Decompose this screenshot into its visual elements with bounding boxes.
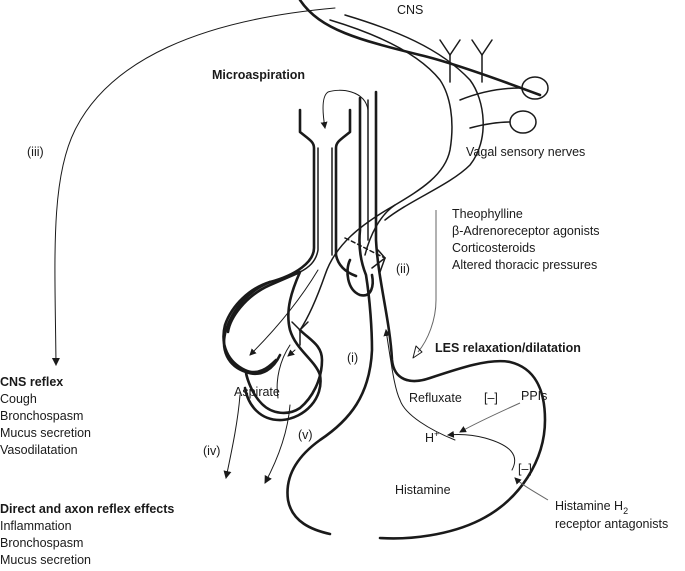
ganglion-2 xyxy=(509,110,537,134)
trachea-right-wall xyxy=(334,108,358,278)
label-vagal-sensory-nerves: Vagal sensory nerves xyxy=(466,145,585,159)
vagal-nerve-trunk-1 xyxy=(329,19,453,256)
esophagus-left-wall xyxy=(286,96,374,536)
receptor-ending-esophagus xyxy=(371,249,386,273)
receptor-ending-1 xyxy=(439,39,461,83)
label-les-relaxation: LES relaxation/dilatation xyxy=(435,341,581,355)
cns-boundary xyxy=(298,0,542,97)
label-inhibit-ppis: [–] xyxy=(484,391,498,405)
label-cns: CNS xyxy=(397,3,423,17)
arrow-aspirate-down xyxy=(249,269,319,356)
receptor-ending-airway xyxy=(291,321,309,346)
label-pathway-iv: (iv) xyxy=(203,444,220,458)
label-histamine: Histamine xyxy=(395,483,451,497)
arrow-v xyxy=(264,404,291,484)
cns-reflex-title: CNS reflex xyxy=(0,375,63,389)
vagal-nerve-to-lung xyxy=(299,204,396,331)
direct-effects-item-1: Inflammation xyxy=(0,519,72,533)
arrow-histamine-h xyxy=(447,430,516,471)
label-pathway-iii: (iii) xyxy=(27,145,44,159)
cns-reflex-item-1: Cough xyxy=(0,392,37,406)
direct-effects-title: Direct and axon reflex effects xyxy=(0,502,174,516)
ganglion-line-1 xyxy=(459,87,521,101)
vagal-nerve-trunk-2 xyxy=(344,14,484,221)
cns-reflex-item-4: Vasodilatation xyxy=(0,443,78,457)
lung-left xyxy=(222,280,282,376)
label-h-plus: H+ xyxy=(425,429,439,445)
direct-effects-block: Direct and axon reflex effects Inflammat… xyxy=(0,502,174,567)
label-microaspiration: Microaspiration xyxy=(212,68,305,82)
label-h2-antagonists-line2: receptor antagonists xyxy=(555,517,668,531)
label-aspirate: Aspirate xyxy=(234,385,280,399)
lung-outline-left-lobe xyxy=(226,270,322,422)
arrow-les-factors xyxy=(417,210,437,353)
arrow-les-factors-head xyxy=(412,345,423,359)
trachea-left-wall xyxy=(222,108,316,374)
esophagus-right-wall xyxy=(374,90,547,540)
les-factor-4: Altered thoracic pressures xyxy=(452,258,597,272)
ganglion-1 xyxy=(521,76,549,100)
label-h-plus-sup: + xyxy=(434,429,439,439)
arrow-ppis xyxy=(459,402,521,433)
direct-effects-item-3: Mucus secretion xyxy=(0,553,91,566)
label-h2-sub: 2 xyxy=(623,506,628,516)
arrow-airway-up xyxy=(287,349,296,357)
cns-reflex-item-3: Mucus secretion xyxy=(0,426,91,440)
microaspiration-loop xyxy=(320,89,369,129)
label-pathway-ii: (ii) xyxy=(396,262,410,276)
arrow-refluxate-up xyxy=(383,329,401,401)
lung-right xyxy=(244,328,324,415)
receptor-ending-2 xyxy=(471,39,493,83)
nerve-branch-esophagus xyxy=(344,237,386,259)
cns-reflex-item-2: Bronchospasm xyxy=(0,409,83,423)
label-pathway-i: (i) xyxy=(347,351,358,365)
ganglion-line-2 xyxy=(469,121,511,129)
arrow-iv xyxy=(223,394,241,479)
les-factors-list: Theophylline β-Adrenoreceptor agonists C… xyxy=(452,207,600,272)
les-factor-2: β-Adrenoreceptor agonists xyxy=(452,224,600,238)
arrow-airway-reflex xyxy=(276,344,291,399)
label-pathway-v: (v) xyxy=(298,428,313,442)
arrow-h2-antagonists xyxy=(514,477,549,501)
label-inhibit-h2: [–] xyxy=(518,462,532,476)
trachea-inner-left xyxy=(299,147,319,273)
esophagus-bulge xyxy=(346,258,374,297)
arrow-cns-to-reflex xyxy=(51,7,336,366)
les-factor-1: Theophylline xyxy=(452,207,523,221)
direct-effects-item-2: Bronchospasm xyxy=(0,536,83,550)
label-refluxate: Refluxate xyxy=(409,391,462,405)
cns-reflex-block: CNS reflex Cough Bronchospasm Mucus secr… xyxy=(0,375,91,457)
les-factor-3: Corticosteroids xyxy=(452,241,535,255)
label-ppis: PPIs xyxy=(521,389,547,403)
label-h2-antagonists: Histamine H2 xyxy=(555,499,628,516)
